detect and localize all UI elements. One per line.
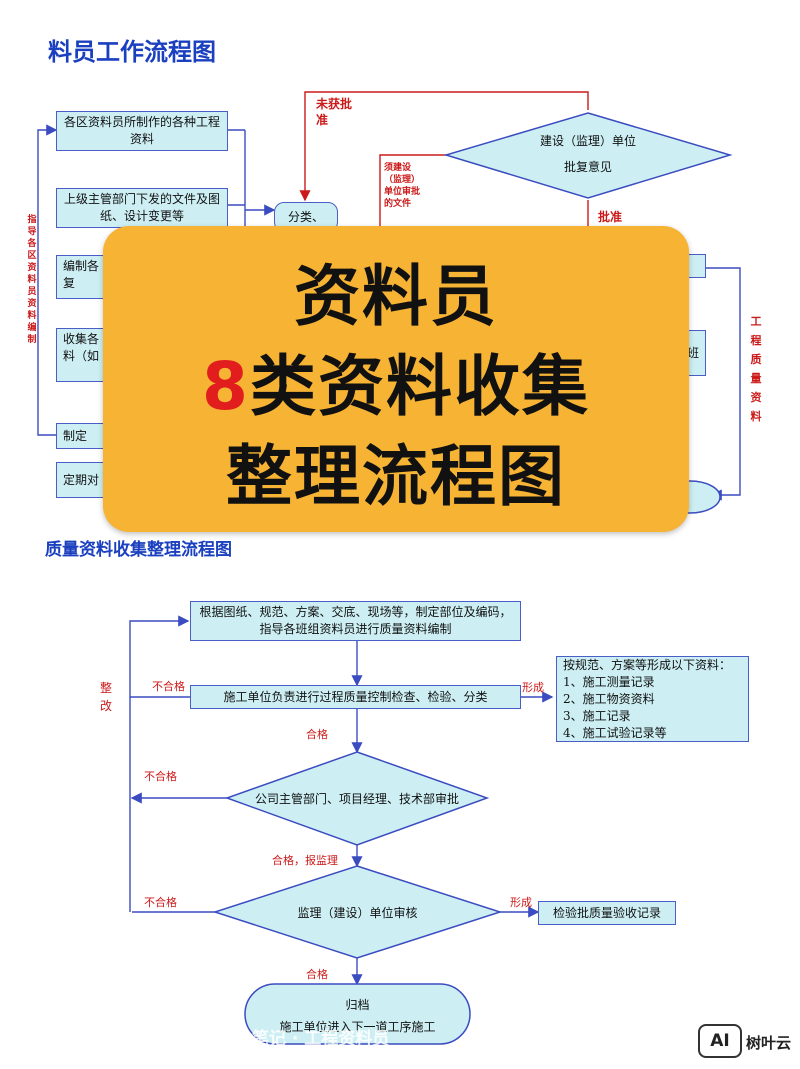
label-pass-2: 合格 — [306, 968, 328, 981]
label-approved: 批准 — [598, 210, 623, 224]
label-not-approved: 未获批准 — [316, 97, 353, 127]
ai-badge-icon: AI — [698, 1024, 742, 1058]
box-formed-materials: 按规范、方案等形成以下资料： 1、施工测量记录 2、施工物资资料 3、施工记录 … — [556, 656, 749, 742]
banner-number: 8 — [202, 348, 250, 425]
box-compile-line2: 复 — [63, 276, 76, 290]
supervisor-review-diamond — [212, 865, 503, 959]
formed-materials-item: 2、施工物资资料 — [563, 691, 655, 706]
label-fail-2: 不合格 — [144, 770, 177, 783]
label-rectify: 整改 — [100, 681, 113, 713]
banner-line1: 资料员 — [294, 258, 498, 335]
formed-materials-item: 4、施工试验记录等 — [563, 725, 667, 740]
banner-line2: 8类资料收集 — [103, 342, 689, 432]
label-fail-1: 不合格 — [152, 680, 185, 693]
company-approval-diamond — [224, 751, 490, 846]
formed-materials-item: 3、施工记录 — [563, 708, 631, 723]
left-guide-vertical-label: 指导各区资料员资料编制 — [27, 215, 37, 345]
box-district-materials: 各区资料员所制作的各种工程资料 — [56, 111, 228, 151]
formed-materials-title: 按规范、方案等形成以下资料： — [563, 657, 732, 672]
label-form-1: 形成 — [522, 681, 544, 694]
label-pass-report: 合格，报监理 — [272, 854, 338, 867]
banner-line3: 整理流程图 — [226, 438, 566, 515]
formed-materials-item: 1、施工测量记录 — [563, 674, 655, 689]
diamond-company-text: 公司主管部门、项目经理、技术部审批 — [254, 792, 459, 806]
archive-line2: 施工单位进入下一道工序施工 — [279, 1020, 436, 1034]
label-pass-1: 合格 — [306, 728, 328, 741]
top-diamond-line1: 建设（监理）单位 — [539, 134, 636, 148]
right-quality-vertical-label: 工程质量资料 — [750, 315, 762, 423]
diamond-supervisor-text: 监理（建设）单位审核 — [297, 906, 418, 920]
box-collect-line2: 料（如 — [63, 349, 100, 363]
box-plan-coding: 根据图纸、规范、方案、交底、现场等，制定部位及编码，指导各班组资料员进行质量资料… — [190, 601, 521, 641]
box-upper-documents: 上级主管部门下发的文件及图纸、设计变更等 — [56, 188, 228, 228]
archive-line1: 归档 — [345, 998, 370, 1012]
brand-name: 树叶云 — [746, 1034, 792, 1052]
banner-line2-text: 类资料收集 — [249, 348, 590, 425]
watermark-text: 笔记 · 工程资料员 — [252, 1029, 390, 1049]
box-collect-line1: 收集各 — [63, 332, 100, 346]
title-banner: 资料员 8类资料收集 整理流程图 — [103, 226, 689, 532]
archive-box — [244, 983, 471, 1045]
bottom-title: 质量资料收集整理流程图 — [45, 540, 232, 560]
box-process-control: 施工单位负责进行过程质量控制检查、检验、分类 — [190, 685, 521, 709]
top-title: 料员工作流程图 — [48, 38, 216, 66]
top-diamond-line2: 批复意见 — [563, 160, 612, 174]
label-need-review: 须建设（监理）单位审批的文件 — [384, 163, 421, 209]
label-fail-3: 不合格 — [144, 896, 177, 909]
box-inspection-record: 检验批质量验收记录 — [538, 901, 676, 925]
label-form-2: 形成 — [510, 896, 532, 909]
top-approval-diamond — [443, 112, 733, 199]
box-compile-line1: 编制各 — [63, 259, 100, 273]
